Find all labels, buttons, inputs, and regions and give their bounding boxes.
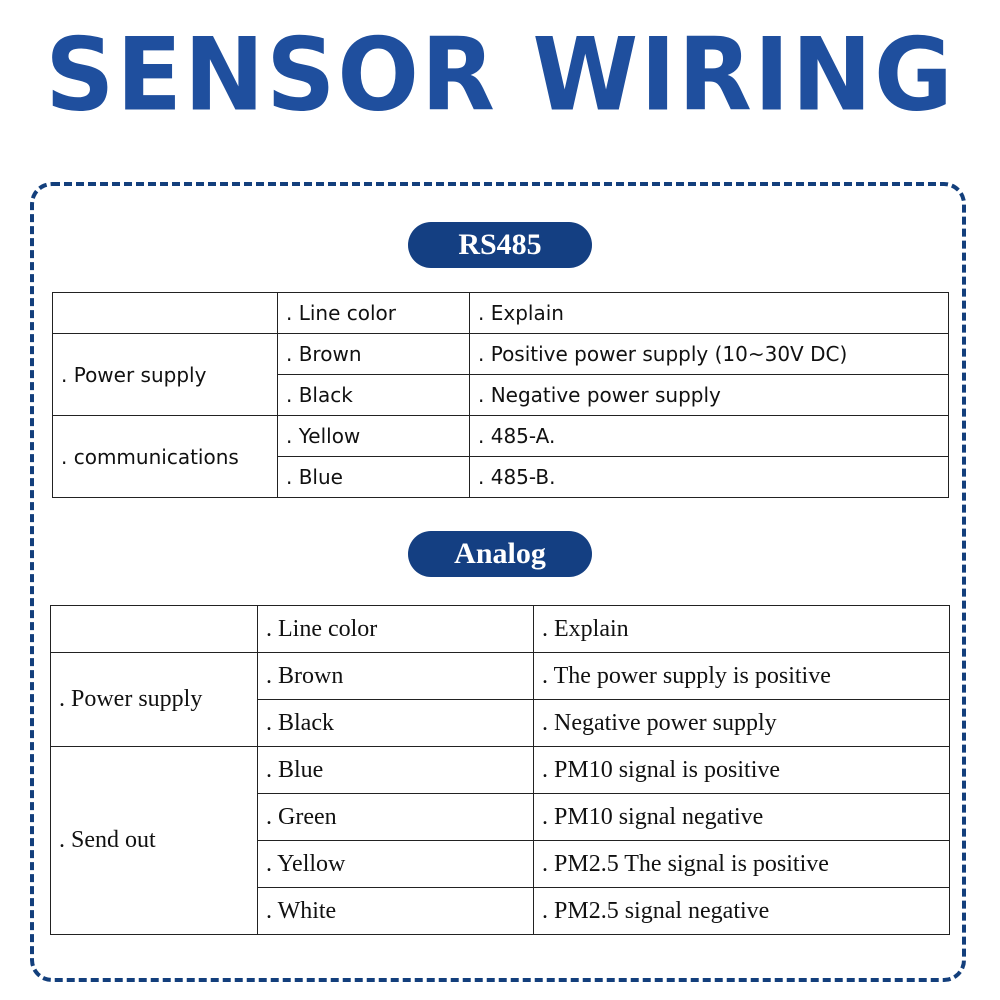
analog-wiring-table: . Line color . Explain . Power supply . … xyxy=(50,605,950,935)
explain-cell: . PM2.5 The signal is positive xyxy=(533,840,950,888)
group-label: . Power supply xyxy=(52,333,278,416)
table-header-row: . Line color . Explain xyxy=(50,605,950,653)
line-color-cell: . Brown xyxy=(277,333,470,375)
line-color-cell: . Black xyxy=(277,374,470,416)
line-color-cell: . Yellow xyxy=(277,415,470,457)
rs485-wiring-table: . Line color . Explain . Power supply . … xyxy=(52,292,949,498)
table-row: . Send out . Blue . PM10 signal is posit… xyxy=(50,746,950,935)
line-color-cell: . Green xyxy=(257,793,534,841)
page-title: SENSOR WIRING xyxy=(45,16,955,134)
section-badge-analog: Analog xyxy=(408,531,592,577)
explain-cell: . Positive power supply (10~30V DC) xyxy=(469,333,949,375)
explain-cell: . 485-A. xyxy=(469,415,949,457)
explain-cell: . PM10 signal is positive xyxy=(533,746,950,794)
table-row: . Power supply . Brown . Positive power … xyxy=(52,333,949,416)
line-color-cell: . Yellow xyxy=(257,840,534,888)
table-row: . Blue . 485-B. xyxy=(53,456,949,498)
table-header-row: . Line color . Explain xyxy=(52,292,949,334)
table-row: . Power supply . Brown . The power suppl… xyxy=(50,652,950,747)
group-label: . Send out xyxy=(50,746,258,935)
explain-cell: . Negative power supply xyxy=(469,374,949,416)
section-badge-rs485: RS485 xyxy=(408,222,592,268)
line-color-cell: . White xyxy=(257,887,534,935)
explain-cell: . The power supply is positive xyxy=(533,652,950,700)
header-line-color: . Line color xyxy=(277,292,470,334)
line-color-cell: . Brown xyxy=(257,652,534,700)
explain-cell: . PM10 signal negative xyxy=(533,793,950,841)
header-empty-cell xyxy=(50,605,258,653)
header-explain: . Explain xyxy=(469,292,949,334)
explain-cell: . Negative power supply xyxy=(533,699,950,747)
line-color-cell: . Black xyxy=(257,699,534,747)
table-row: . White . PM2.5 signal negative xyxy=(51,887,950,935)
explain-cell: . 485-B. xyxy=(469,456,949,498)
header-line-color: . Line color xyxy=(257,605,534,653)
group-label: . Power supply xyxy=(50,652,258,747)
header-explain: . Explain xyxy=(533,605,950,653)
group-label: . communications xyxy=(52,415,278,498)
line-color-cell: . Blue xyxy=(277,456,470,498)
line-color-cell: . Blue xyxy=(257,746,534,794)
explain-cell: . PM2.5 signal negative xyxy=(533,887,950,935)
content-frame xyxy=(30,182,966,982)
table-row: . Black . Negative power supply xyxy=(53,374,949,416)
header-empty-cell xyxy=(52,292,278,334)
table-row: . communications . Yellow . 485-A. xyxy=(52,415,949,498)
table-row: . Green . PM10 signal negative xyxy=(51,793,950,841)
